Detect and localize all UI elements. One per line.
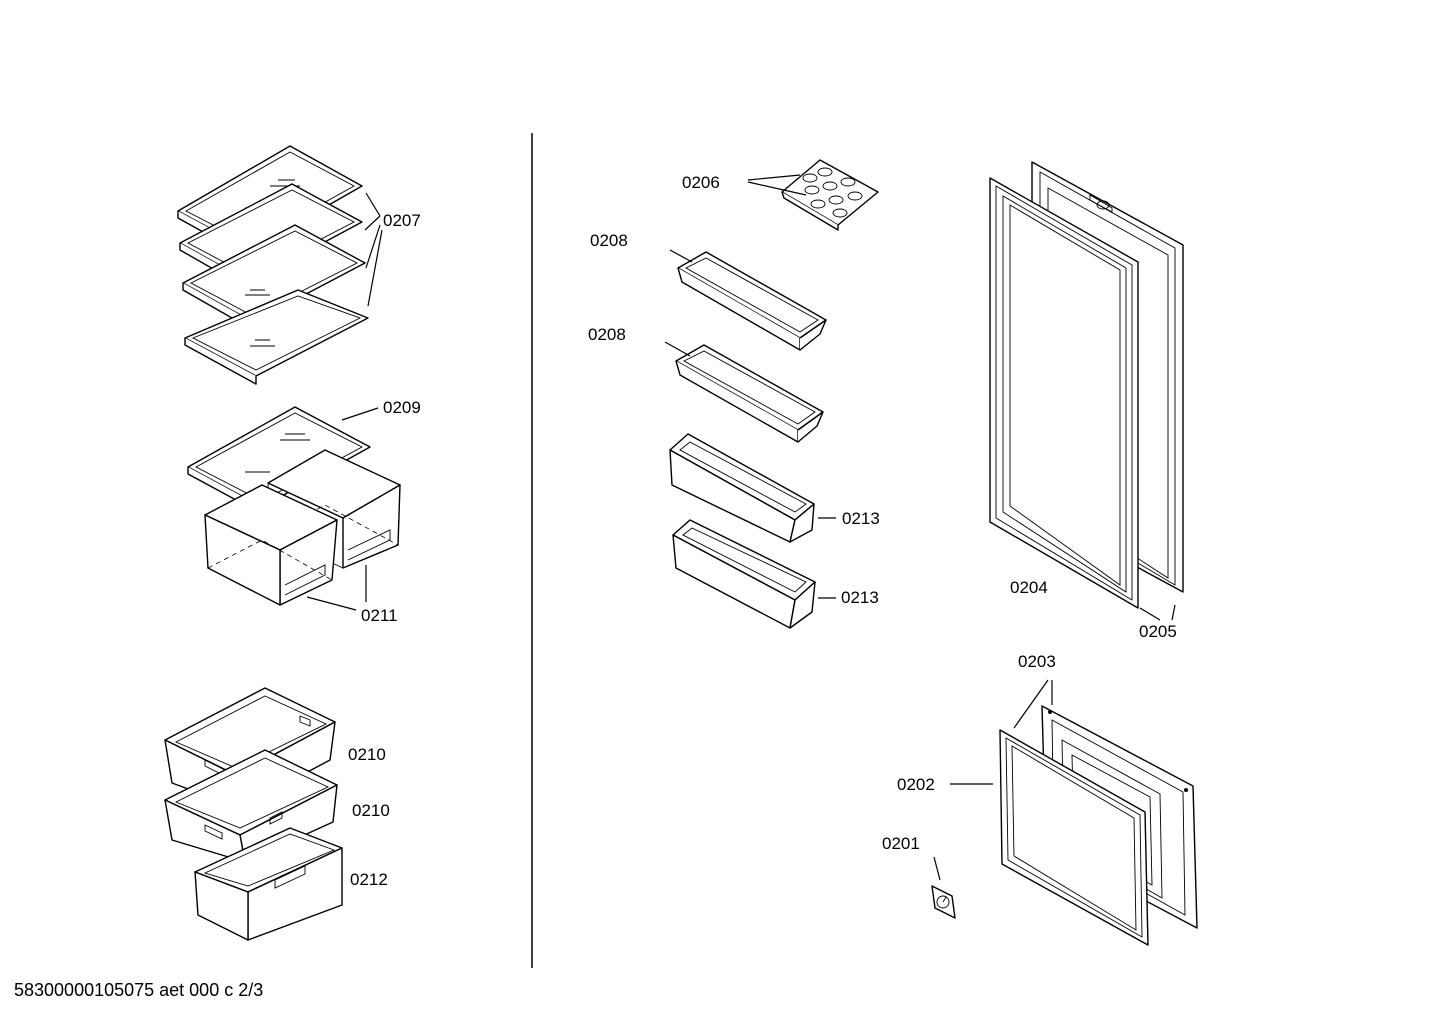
label-0213-upper: 0213: [842, 509, 880, 528]
label-0206: 0206: [682, 173, 720, 192]
leader-0203: [1013, 679, 1053, 729]
door-gasket-0204: [989, 177, 1139, 609]
freezer-gasket-0202: [999, 729, 1149, 946]
drawing-reference-number: 58300000105075 aet 000 c 2/3: [14, 980, 264, 1000]
label-0211: 0211: [361, 606, 398, 625]
label-0207: 0207: [383, 211, 421, 230]
bottle-shelf-0213-lower: [672, 519, 836, 629]
label-0210-upper: 0210: [348, 745, 386, 764]
label-0209: 0209: [383, 398, 421, 417]
label-0205: 0205: [1139, 622, 1177, 641]
bottle-shelf-0213-upper: [669, 433, 836, 543]
door-shelf-0208-lower: [664, 341, 824, 443]
label-0201: 0201: [882, 834, 920, 853]
label-0202: 0202: [897, 775, 935, 794]
label-0204: 0204: [1010, 578, 1048, 597]
label-0208-upper: 0208: [590, 231, 628, 250]
leader-0205: [1139, 604, 1176, 621]
glass-shelves-0207: [177, 145, 383, 385]
thermostat-knob-0201: [931, 856, 956, 919]
label-0203: 0203: [1018, 652, 1056, 671]
egg-tray-0206: [747, 159, 879, 231]
freezer-drawer-0212: [194, 827, 343, 941]
label-0212: 0212: [350, 870, 388, 889]
door-shelf-0208-upper: [669, 249, 827, 351]
crisper-drawers-0211: [204, 449, 401, 611]
label-0208-lower: 0208: [588, 325, 626, 344]
label-0210-lower: 0210: [352, 801, 390, 820]
label-0213-lower: 0213: [841, 588, 879, 607]
